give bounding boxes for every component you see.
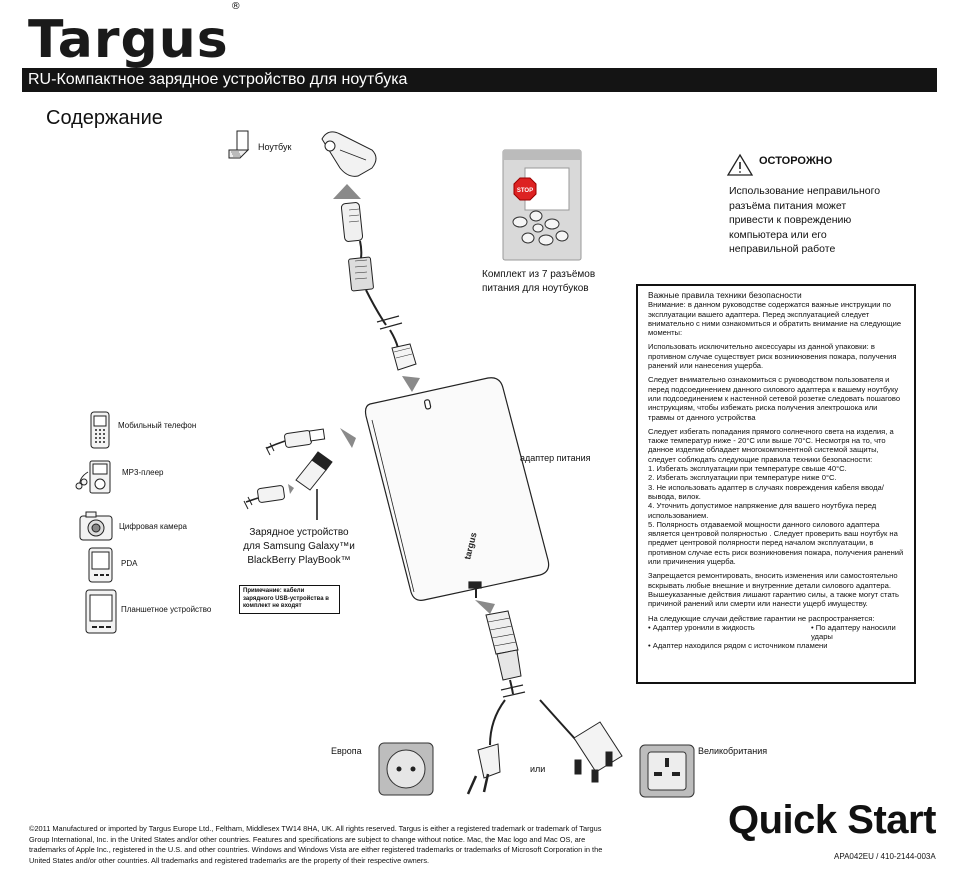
laptop-icon — [228, 130, 250, 159]
digital-camera-icon — [79, 511, 113, 541]
safety-paragraph: Следует внимательно ознакомиться с руков… — [648, 375, 901, 422]
or-label: или — [530, 764, 546, 774]
safety-instructions-box: Важные правила техники безопасности Вним… — [636, 284, 916, 684]
stop-text: STOP — [517, 188, 533, 194]
warranty-item: • Адаптер находился рядом с источником п… — [648, 641, 828, 651]
header-bar: RU-Компактное зарядное устройство для но… — [22, 68, 937, 92]
stop-sign-icon — [513, 177, 537, 201]
euro-plug-icon — [466, 699, 506, 795]
usb-cable-upper — [265, 428, 326, 456]
part-number: APA042EU / 410-2144-003A — [834, 852, 936, 861]
tips-kit-label-2: питания для ноутбуков — [482, 283, 589, 294]
power-adapter — [364, 377, 550, 601]
safety-paragraph: Следует избегать попадания прямого солне… — [648, 426, 894, 464]
pda-icon — [88, 547, 113, 583]
safety-item: 1. Избегать эксплуатации при температуре… — [648, 464, 847, 474]
mobile-phone-label: Мобильный телефон — [118, 421, 197, 430]
europe-label: Европа — [331, 746, 362, 756]
tip-connector-icon — [321, 131, 377, 177]
mp3-player-icon — [75, 460, 111, 494]
caution-line: привести к повреждению — [729, 214, 852, 226]
warranty-row: • Адаптер уронили в жидкость • По адапте… — [648, 623, 906, 642]
safety-paragraph: Запрещается ремонтировать, вносить измен… — [648, 571, 899, 609]
caution-title: ОСТОРОЖНО — [759, 155, 833, 167]
warning-icon — [726, 153, 754, 176]
safety-item: 5. Полярность отдаваемой мощности данног… — [648, 519, 904, 567]
caution-line: разъёма питания может — [729, 199, 847, 212]
cables-note: Примечание: кабели зарядного USB-устройс… — [239, 585, 340, 614]
adapter-label: адаптер питания — [520, 453, 591, 463]
tablet-label: Планшетное устройство — [121, 605, 212, 614]
camera-label: Цифровая камера — [119, 522, 188, 531]
caution-text: Использование неправильного разъёма пита… — [729, 184, 909, 257]
tips-kit-label-1: Комплект из 7 разъёмов — [482, 269, 596, 280]
caution-line: неправильной работе — [729, 243, 836, 255]
caution-line: компьютера или его — [729, 228, 827, 241]
targus-logo: Targus® — [28, 0, 242, 70]
copyright-text: ©2011 Manufactured or imported by Targus… — [29, 824, 603, 865]
pda-label: PDA — [121, 559, 138, 568]
safety-item: 3. Не использовать адаптер в случаях пов… — [648, 482, 884, 501]
euro-socket-icon — [378, 742, 434, 796]
charger-label-2: для Samsung Galaxy™и — [243, 541, 355, 552]
contents-title: Содержание — [46, 107, 163, 129]
arrow-right-icon — [340, 428, 356, 448]
safety-paragraph: На следующие случаи действие гарантии не… — [648, 613, 875, 623]
arrow-down-icon — [402, 376, 420, 392]
usb-cable-lower — [243, 484, 294, 510]
mp3-label: MP3-плеер — [122, 468, 164, 477]
uk-socket-icon — [639, 744, 695, 798]
safety-title: Важные правила техники безопасности — [648, 290, 802, 300]
mobile-phone-icon — [90, 411, 110, 449]
tips-kit-bag-icon: STOP — [502, 149, 582, 261]
uk-plug-icon — [539, 699, 623, 783]
quick-start-title: Quick Start — [728, 798, 936, 842]
charger-label: Зарядное устройство для Samsung Galaxy™и… — [234, 526, 364, 568]
charger-label-1: Зарядное устройство — [249, 527, 349, 538]
caution-line: Использование неправильного — [729, 185, 881, 197]
uk-label: Великобритания — [698, 746, 768, 756]
tablet-icon — [85, 589, 117, 634]
charger-label-3: BlackBerry PlayBook™ — [247, 555, 351, 566]
safety-paragraph: Внимание: в данном руководстве содержатс… — [648, 300, 902, 338]
safety-paragraph: Использовать исключительно аксессуары из… — [648, 342, 897, 371]
safety-item: 4. Уточнить допустимое напряжение для ва… — [648, 501, 877, 520]
warranty-item: • По адаптеру наносили удары — [811, 622, 896, 642]
micro-usb-plug — [295, 451, 333, 491]
arrow-up-icon — [333, 184, 361, 199]
ac-cable — [475, 588, 526, 698]
safety-item: 2. Избегать эксплуатации при температуре… — [648, 473, 837, 483]
laptop-label: Ноутбук — [258, 142, 292, 152]
warranty-item: • Адаптер уронили в жидкость — [648, 622, 755, 632]
dc-cable — [340, 202, 417, 371]
